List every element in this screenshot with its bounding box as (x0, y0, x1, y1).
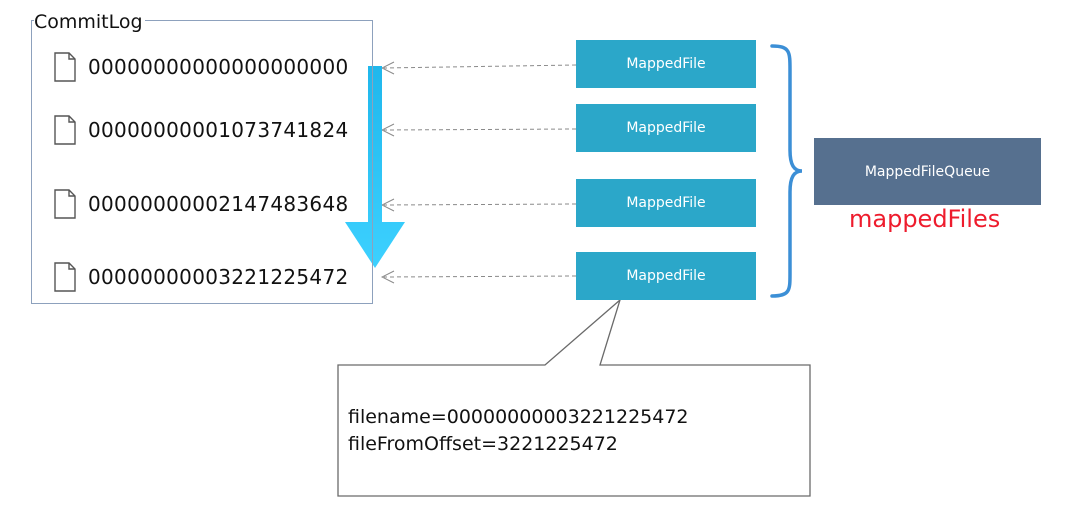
commitlog-file-4: 00000000003221225472 (54, 260, 349, 294)
file-icon (54, 189, 76, 219)
commitlog-file-1: 00000000000000000000 (54, 50, 349, 84)
mapped-files-field-label: mappedFiles (849, 205, 1001, 233)
commitlog-file-name: 00000000002147483648 (88, 192, 349, 216)
commitlog-file-2: 00000000001073741824 (54, 113, 349, 147)
mapped-file-box-3: MappedFile (576, 179, 756, 227)
group-brace (770, 44, 803, 298)
commitlog-file-name: 00000000000000000000 (88, 55, 349, 79)
commitlog-file-name: 00000000003221225472 (88, 265, 349, 289)
commitlog-file-3: 00000000002147483648 (54, 187, 349, 221)
detail-file-from-offset: fileFromOffset=3221225472 (348, 433, 618, 455)
detail-callout (337, 298, 811, 497)
dashed-pointer-1 (380, 61, 577, 75)
file-icon (54, 52, 76, 82)
commitlog-file-name: 00000000001073741824 (88, 118, 349, 142)
mapped-file-box-1: MappedFile (576, 40, 756, 88)
file-icon (54, 115, 76, 145)
commitlog-title: CommitLog (34, 10, 145, 34)
dashed-pointer-2 (380, 123, 577, 137)
detail-content: filename=00000000003221225472 fileFromOf… (348, 404, 689, 458)
commitlog-container (31, 20, 373, 304)
sequence-arrow (345, 66, 405, 268)
dashed-pointer-3 (380, 198, 577, 212)
mapped-file-queue-box: MappedFileQueue (814, 138, 1041, 205)
file-icon (54, 262, 76, 292)
mapped-file-box-4: MappedFile (576, 252, 756, 300)
detail-filename: filename=00000000003221225472 (348, 406, 689, 428)
dashed-pointer-4 (380, 270, 577, 284)
mapped-file-box-2: MappedFile (576, 104, 756, 152)
